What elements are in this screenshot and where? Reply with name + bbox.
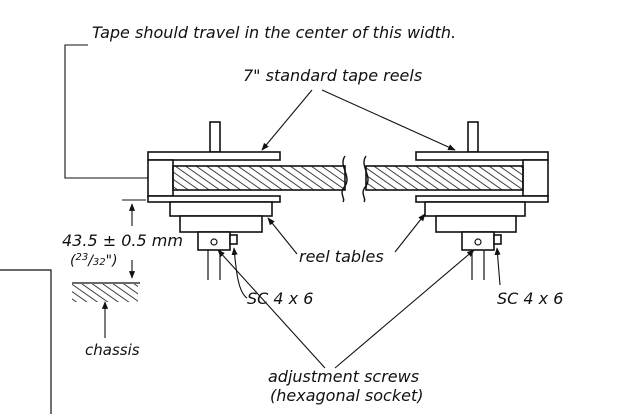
left-reel-bottom-flange — [147, 195, 281, 203]
right-reel-hub — [522, 159, 549, 197]
left-side-screw — [229, 234, 238, 245]
tape-right-segment — [365, 165, 524, 191]
right-reel-assembly — [415, 121, 549, 280]
right-adjustment-screw-socket — [474, 238, 482, 246]
left-adjustment-screw-socket — [210, 238, 218, 246]
right-reel-bottom-flange — [415, 195, 549, 203]
right-spindle — [467, 121, 479, 153]
right-reel-table-lower — [435, 215, 517, 233]
height-value-label: 43.5 ± 0.5 mm — [62, 231, 183, 250]
reel-tables-label: reel tables — [299, 247, 384, 266]
top-note-label: Tape should travel in the center of this… — [92, 23, 456, 42]
screw-left-label: SC 4 x 6 — [247, 289, 313, 308]
reel-tables-arrow-right — [394, 213, 426, 253]
screw-right-leader — [494, 247, 501, 286]
side-panel-frame — [0, 269, 52, 414]
adjustment-arrow-left — [217, 249, 326, 369]
reels-arrow-right — [321, 89, 456, 151]
right-side-screw — [493, 234, 502, 245]
adjustment-label-line2: (hexagonal socket) — [270, 386, 423, 405]
top-note-leader — [64, 44, 148, 179]
right-reel-table-collar — [461, 231, 495, 251]
adjustment-arrow-right — [334, 249, 475, 369]
adjustment-label-line1: adjustment screws — [268, 367, 419, 386]
chassis-label: chassis — [85, 341, 140, 359]
tape-break-right — [362, 155, 369, 203]
left-reel-table-collar — [197, 231, 231, 251]
tape-band — [172, 155, 524, 203]
right-reel-top-flange — [415, 151, 549, 161]
left-reel-table-lower — [179, 215, 263, 233]
chassis-hatch — [72, 284, 138, 302]
reels-label: 7" standard tape reels — [243, 66, 422, 85]
left-spindle — [209, 121, 221, 153]
left-reel-top-flange — [147, 151, 281, 161]
left-reel-table-upper — [169, 201, 273, 217]
left-reel-hub — [147, 159, 174, 197]
left-reel-assembly — [147, 121, 281, 280]
screw-right-label: SC 4 x 6 — [497, 289, 563, 308]
tape-break-left — [341, 155, 348, 203]
tape-left-segment — [172, 165, 346, 191]
right-reel-table-upper — [424, 201, 526, 217]
screw-left-leader — [231, 247, 248, 299]
reels-arrow-left — [261, 89, 313, 151]
reel-tables-arrow-left — [267, 217, 298, 255]
height-inch-label: (23/32") — [70, 252, 118, 269]
